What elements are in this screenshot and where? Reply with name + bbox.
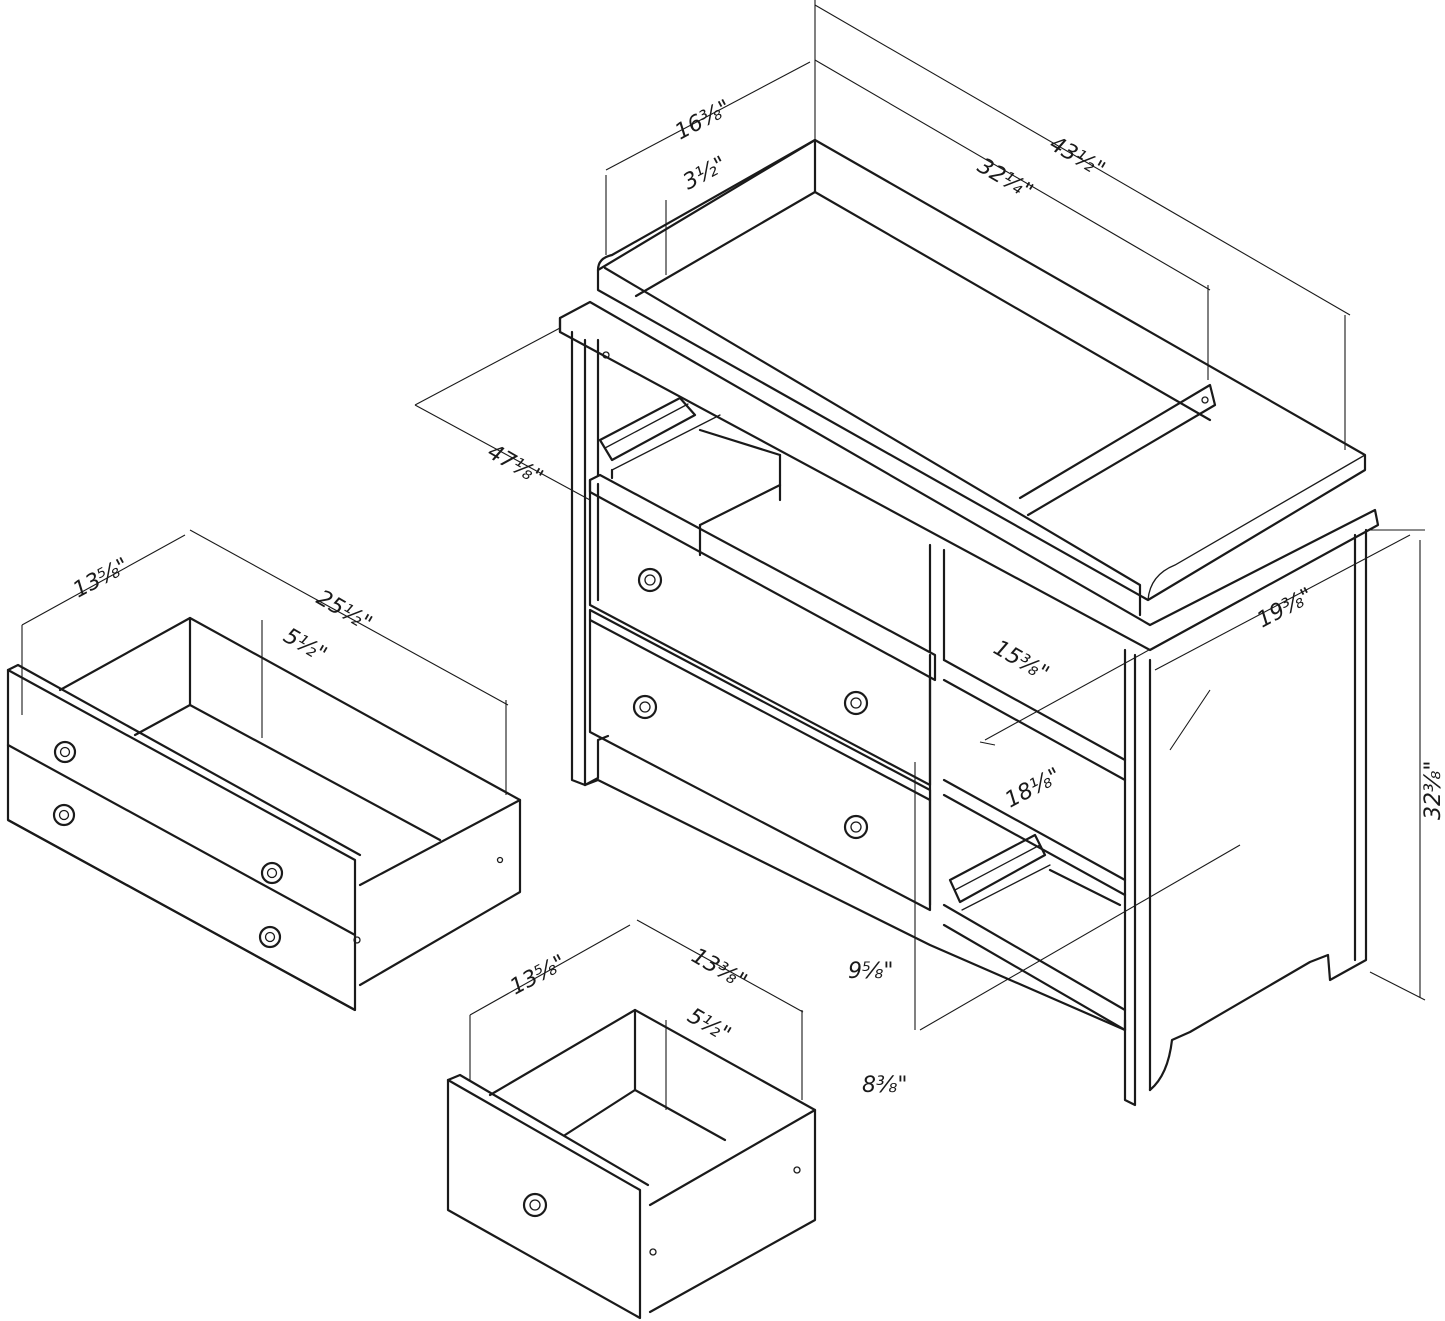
label-small-drawer-depth: 13⅝" (506, 950, 570, 1000)
dimension-lines (21, 0, 1426, 1110)
top-drawer-knob (637, 567, 663, 593)
large-drawer-knob-2 (260, 861, 284, 885)
label-bottom-gap-lower: 8⅜" (862, 1073, 907, 1098)
middle-divider (928, 543, 946, 907)
large-drawer (6, 616, 522, 1012)
upper-slide (598, 396, 782, 502)
second-drawer-knob-right (843, 690, 869, 716)
label-total-height-with-tray: 47⅛" (483, 440, 547, 491)
second-drawer-knob-left (632, 694, 658, 720)
right-post (1123, 648, 1152, 1107)
right-compartment (942, 658, 1127, 1032)
label-large-drawer-depth: 13⅝" (69, 553, 133, 603)
label-top-depth: 16⅜" (671, 95, 735, 145)
top-drawer (588, 473, 937, 787)
small-drawer (446, 1008, 817, 1320)
bottom-rail (583, 778, 1127, 1032)
label-total-length: 43½" (1045, 132, 1109, 183)
dresser-top (558, 300, 1380, 652)
label-small-drawer-length: 13⅜" (687, 944, 751, 995)
label-large-drawer-length: 25½" (312, 586, 376, 637)
label-inner-depth: 15⅜" (989, 636, 1053, 687)
lower-slide (948, 833, 1122, 911)
large-drawer-knob-1 (53, 740, 77, 764)
label-bottom-gap-upper: 9⅝" (848, 959, 893, 984)
third-drawer-knob (843, 814, 869, 840)
label-tray-height: 3½" (679, 152, 731, 195)
small-drawer-knob (522, 1192, 548, 1218)
label-tray-length: 32¼" (973, 154, 1037, 205)
large-drawer-knob-4 (258, 925, 282, 949)
second-drawer (588, 608, 932, 912)
large-drawer-knob-3 (52, 803, 76, 827)
label-total-height: 32⅜" (1421, 761, 1445, 820)
label-side-depth: 19⅜" (1253, 583, 1317, 633)
label-large-drawer-height: 5½" (279, 624, 331, 668)
changing-table-dresser (558, 138, 1380, 1107)
label-shelf-depth: 18⅛" (1001, 763, 1065, 813)
right-side-panel (1148, 528, 1368, 1092)
